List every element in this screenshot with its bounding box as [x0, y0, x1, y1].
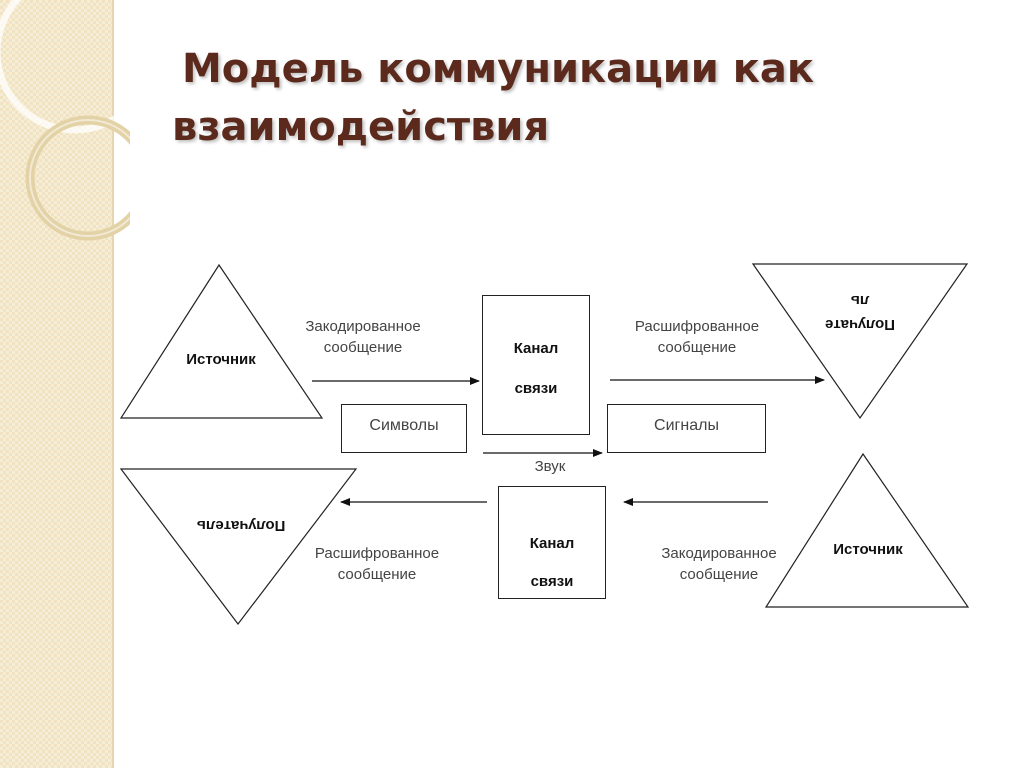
encoded-message-bottom: Закодированное сообщение: [644, 543, 794, 585]
encoded-bottom-line-1: Закодированное: [661, 545, 777, 562]
decoded-top-line-1: Расшифрованное: [634, 318, 760, 335]
encoded-top-line-1: Закодированное: [305, 318, 421, 335]
title-line-1: Модель коммуникации как: [182, 46, 815, 92]
encoded-message-top: Закодированное сообщение: [288, 316, 438, 358]
channel-top-line-2: связи: [514, 380, 558, 397]
decoded-message-bottom: Расшифрованное сообщение: [300, 543, 454, 585]
receiver-top-line-1: Получате: [825, 316, 895, 333]
source-top-label: Источник: [186, 351, 256, 368]
channel-box-top: Канал связи: [482, 295, 590, 435]
title-line-2: взаимодействия: [172, 104, 550, 150]
side-divider: [112, 0, 114, 768]
symbols-label: Символы: [369, 417, 439, 434]
sound-label: Звук: [534, 458, 566, 475]
encoded-top-line-2: сообщение: [323, 339, 403, 356]
channel-bottom-line-1: Канал: [529, 535, 575, 552]
channel-bottom-line-2: связи: [530, 573, 574, 590]
symbols-box: Символы: [341, 404, 467, 453]
signals-box: Сигналы: [607, 404, 766, 453]
decoded-bottom-line-2: сообщение: [337, 566, 417, 583]
decoded-bottom-line-1: Расшифрованное: [314, 545, 440, 562]
source-bottom-label: Источник: [833, 541, 903, 558]
receiver-triangle-top: [751, 263, 969, 420]
receiver-top-label: Получате ль: [800, 288, 920, 336]
slide-title: Модель коммуникации как взаимодействия: [172, 40, 932, 156]
receiver-top-line-2: ль: [850, 292, 870, 309]
channel-box-bottom: Канал связи: [498, 486, 606, 599]
receiver-triangle-bottom: [119, 468, 358, 625]
encoded-bottom-line-2: сообщение: [679, 566, 759, 583]
signals-label: Сигналы: [654, 417, 719, 434]
channel-top-line-1: Канал: [513, 340, 559, 357]
decorative-rings: [0, 0, 130, 241]
decoded-top-line-2: сообщение: [657, 339, 737, 356]
source-triangle-top: [119, 263, 324, 419]
decoded-message-top: Расшифрованное сообщение: [620, 316, 774, 358]
source-triangle-bottom: [764, 452, 970, 608]
receiver-bottom-label: Получатель: [196, 517, 286, 534]
